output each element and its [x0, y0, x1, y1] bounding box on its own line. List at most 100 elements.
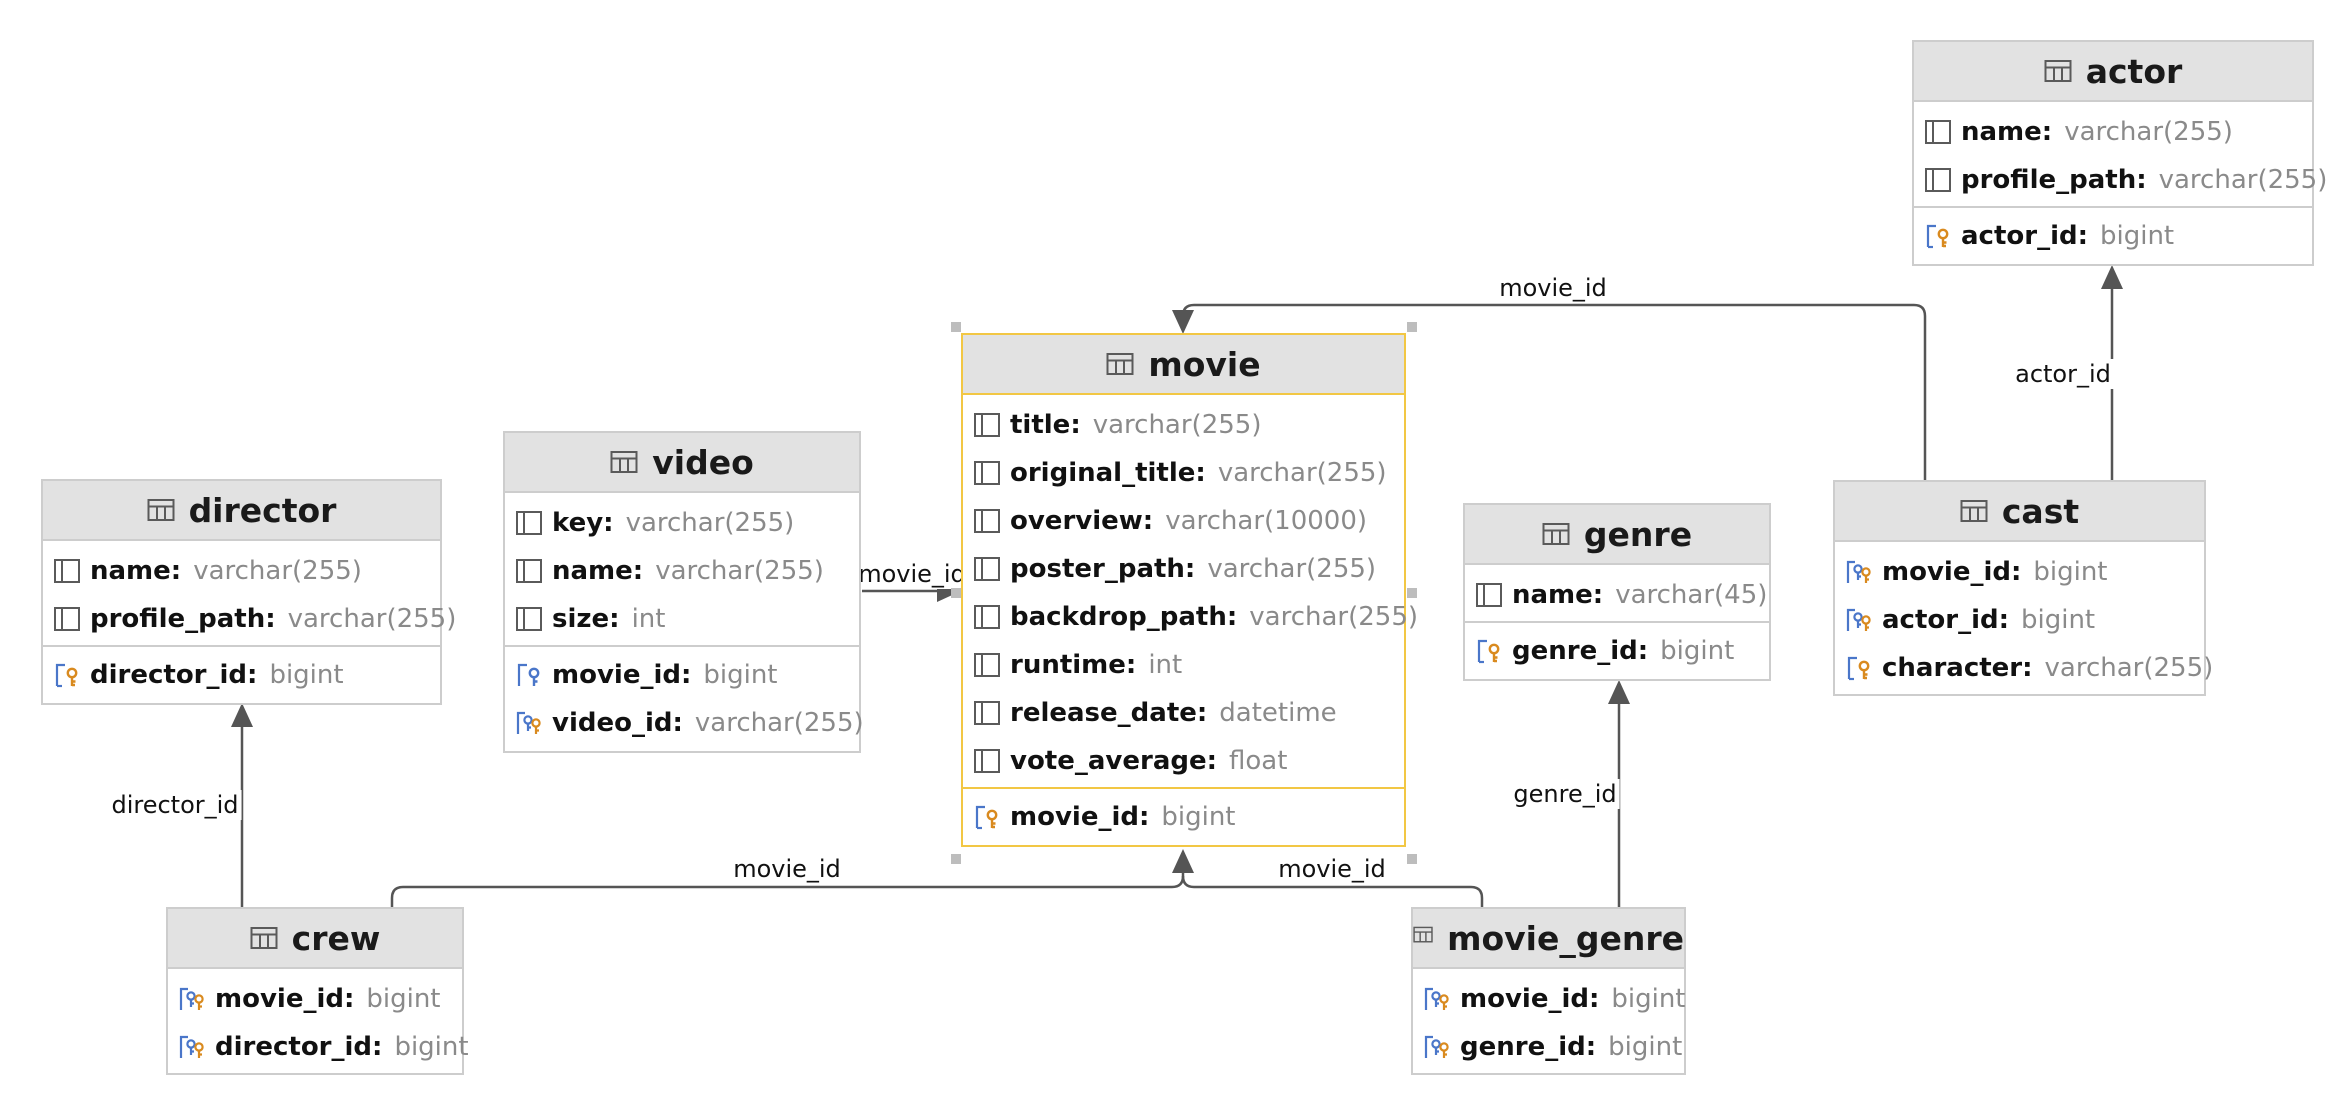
edge-moviegenre-genre[interactable]: genre_id	[1510, 680, 1630, 908]
primary-foreign-key-icon	[1423, 986, 1451, 1012]
column-row[interactable]: poster_path:varchar(255)	[963, 545, 1404, 593]
primary-key-icon	[973, 804, 1001, 830]
edge-label-crew-director: director_id	[111, 791, 238, 819]
column-icon	[1475, 582, 1503, 608]
column-row[interactable]: backdrop_path:varchar(255)	[963, 593, 1418, 641]
table-icon	[1542, 522, 1570, 546]
edge-crew-director[interactable]: director_id	[108, 703, 253, 908]
edge-label-cast-movie: movie_id	[1499, 274, 1607, 302]
table-header[interactable]: movie_genre	[1413, 909, 1684, 969]
column-row[interactable]: genre_id: bigint	[1413, 1023, 1684, 1071]
column-row[interactable]: profile_path:varchar(255)	[43, 595, 456, 643]
column-row[interactable]: key:varchar(255)	[505, 499, 859, 547]
column-list: key:varchar(255)name:varchar(255) size: in…	[505, 493, 859, 645]
edge-label-background	[2012, 359, 2114, 389]
column-list: name:varchar(255)profile_path:varchar(25…	[1914, 102, 2327, 206]
column-row[interactable]: size: int	[505, 595, 859, 643]
column-type: int	[631, 604, 666, 634]
column-row[interactable]: character:varchar(255)	[1835, 644, 2213, 692]
column-row[interactable]: profile_path:varchar(255)	[1914, 156, 2327, 204]
edge-label-moviegenre-genre: genre_id	[1513, 780, 1616, 808]
column-row[interactable]: actor_id:bigint	[1835, 596, 2204, 644]
column-row[interactable]: release_date:datetime	[963, 689, 1404, 737]
column-row[interactable]: movie_id: bigint	[963, 793, 1404, 841]
foreign-key-icon	[515, 662, 543, 688]
column-name: key:	[552, 508, 614, 538]
column-row[interactable]: vote_average:float	[963, 737, 1404, 785]
column-icon	[515, 558, 543, 584]
table-header[interactable]: movie	[963, 335, 1404, 395]
column-row[interactable]: movie_id:bigint	[1835, 548, 2204, 596]
column-row[interactable]: runtime:int	[963, 641, 1404, 689]
edge-cast-movie[interactable]: movie_id	[1172, 273, 1927, 482]
column-icon	[515, 606, 543, 632]
table-header[interactable]: video	[505, 433, 859, 493]
column-type: bigint	[1660, 636, 1735, 666]
table-movie-genre[interactable]: movie_genre movie_id:bigint genre_id: bigin…	[1411, 907, 1686, 1075]
column-icon	[1924, 119, 1952, 145]
column-name: movie_id:	[1460, 984, 1600, 1014]
primary-foreign-key-icon	[178, 986, 206, 1012]
table-header[interactable]: director	[43, 481, 440, 541]
selection-handles[interactable]	[951, 322, 1417, 864]
column-type: varchar(255)	[1217, 458, 1387, 488]
column-row[interactable]: title:varchar(255)	[963, 401, 1404, 449]
column-row[interactable]: director_id:bigint	[43, 651, 440, 699]
column-row[interactable]: genre_id:bigint	[1465, 627, 1769, 675]
column-icon	[973, 748, 1001, 774]
column-row[interactable]: name:varchar(45)	[1465, 571, 1769, 619]
table-header[interactable]: genre	[1465, 505, 1769, 565]
key-column-list: actor_id:bigint	[1914, 206, 2312, 264]
column-row[interactable]: overview:varchar(10000)	[963, 497, 1404, 545]
edge-label-background	[1275, 854, 1389, 884]
column-name: size:	[552, 604, 620, 634]
column-icon	[53, 558, 81, 584]
column-row[interactable]: name:varchar(255)	[1914, 108, 2312, 156]
column-name: genre_id:	[1460, 1032, 1597, 1062]
column-row[interactable]: movie_id:bigint	[505, 651, 859, 699]
column-icon	[1924, 167, 1952, 193]
column-icon	[973, 556, 1001, 582]
column-row[interactable]: name:varchar(255)	[505, 547, 859, 595]
column-name: name:	[1512, 580, 1604, 610]
column-type: bigint	[1161, 802, 1236, 832]
column-list: title:varchar(255)original_title:varchar…	[963, 395, 1418, 787]
column-row[interactable]: video_id:varchar(255)	[505, 699, 864, 747]
column-type: varchar(10000)	[1165, 506, 1368, 536]
key-column-list: movie_id: bigint	[963, 787, 1404, 845]
table-genre[interactable]: genre name:varchar(45) genre_id:bigint	[1463, 503, 1771, 681]
primary-key-icon	[53, 662, 81, 688]
edge-video-movie[interactable]: movie_id	[855, 559, 969, 602]
edge-cast-actor[interactable]: actor_id	[2012, 265, 2123, 482]
column-row[interactable]: director_id:bigint	[168, 1023, 469, 1071]
column-type: varchar(255)	[694, 708, 864, 738]
edge-label-background	[1496, 273, 1610, 303]
column-list: name:varchar(255)profile_path:varchar(25…	[43, 541, 456, 645]
edge-crew-movie[interactable]: movie_id	[390, 849, 1194, 908]
column-row[interactable]: name:varchar(255)	[43, 547, 440, 595]
column-type: bigint	[269, 660, 344, 690]
column-type: bigint	[2100, 221, 2175, 251]
column-type: datetime	[1219, 698, 1337, 728]
column-name: movie_id:	[1010, 802, 1150, 832]
column-row[interactable]: movie_id:bigint	[1413, 975, 1686, 1023]
column-type: varchar(255)	[1249, 602, 1419, 632]
table-header[interactable]: actor	[1914, 42, 2312, 102]
table-icon	[147, 498, 175, 522]
column-row[interactable]: movie_id:bigint	[168, 975, 462, 1023]
table-name: cast	[2001, 491, 2080, 531]
table-header[interactable]: crew	[168, 909, 462, 969]
edge-moviegenre-movie[interactable]: movie_id	[1181, 854, 1484, 908]
table-header[interactable]: cast	[1835, 482, 2204, 542]
column-row[interactable]: actor_id:bigint	[1914, 212, 2312, 260]
primary-foreign-key-icon	[178, 1034, 206, 1060]
column-row[interactable]: original_title:varchar(255)	[963, 449, 1404, 497]
edge-label-crew-movie: movie_id	[733, 855, 841, 883]
column-type: bigint	[1608, 1032, 1683, 1062]
